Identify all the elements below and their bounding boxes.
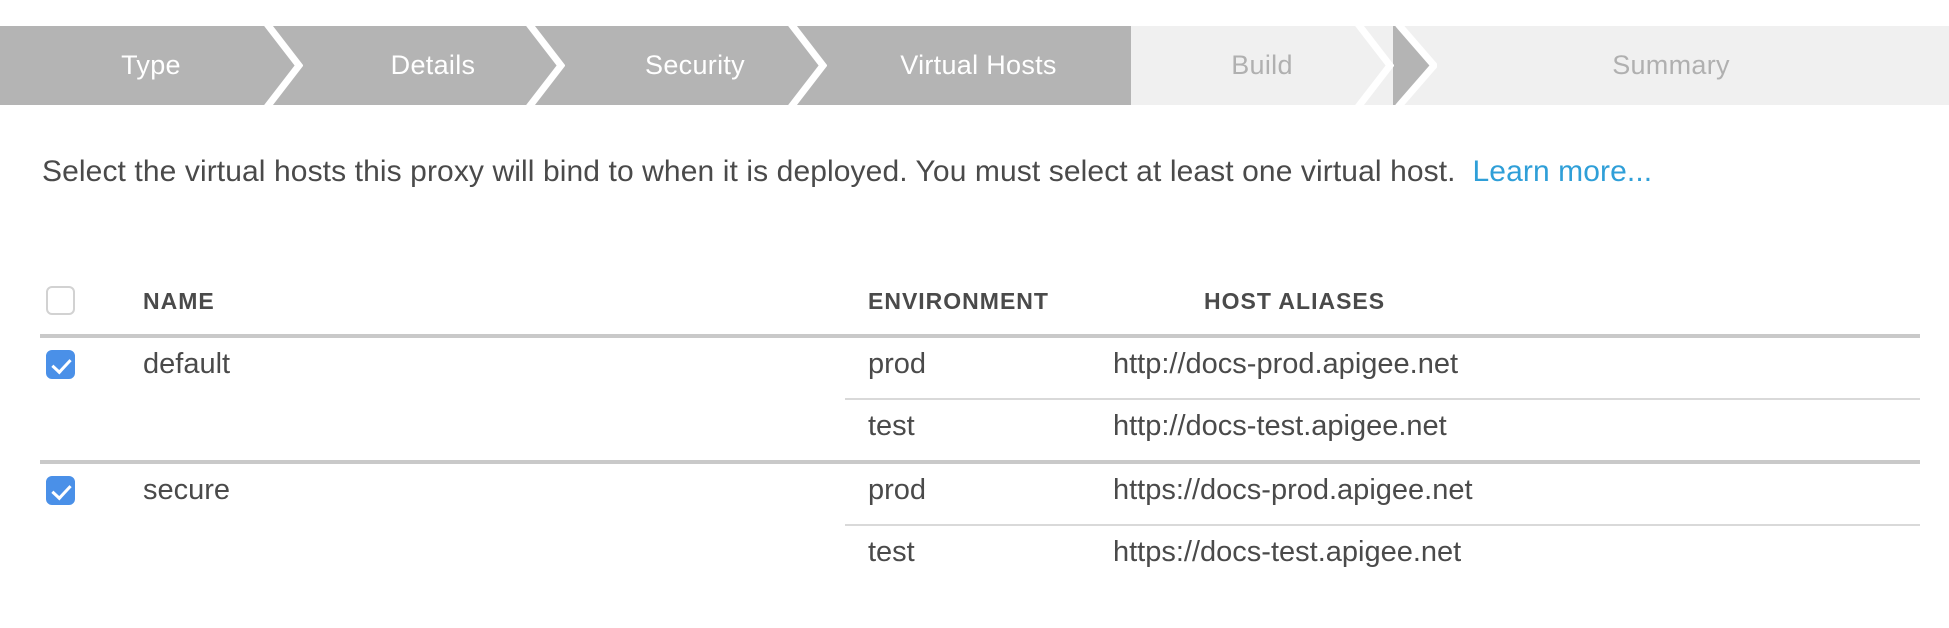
- stepper-step-security[interactable]: Security: [564, 26, 827, 105]
- entry-host-alias: http://docs-prod.apigee.net: [1113, 348, 1459, 380]
- table-row-divider: [40, 460, 1920, 464]
- row-select-cell: [0, 338, 105, 460]
- learn-more-link[interactable]: Learn more...: [1472, 155, 1653, 188]
- column-header-name: NAME: [143, 288, 215, 314]
- entry-divider: [845, 524, 1920, 526]
- virtual-host-name: secure: [143, 474, 231, 506]
- table-row: secure prod https://docs-prod.apigee.net…: [0, 464, 1949, 586]
- row-checkbox-secure[interactable]: [46, 476, 75, 505]
- virtual-host-name: default: [143, 348, 231, 380]
- stepper-step-virtual-hosts[interactable]: Virtual Hosts: [826, 26, 1131, 105]
- wizard-stepper: Type Details Security Virtual Hosts Buil…: [0, 21, 1949, 110]
- stepper-step-label: Summary: [1612, 50, 1730, 80]
- chevron-right-icon: [1352, 26, 1394, 105]
- chevron-right-icon: [523, 26, 565, 105]
- list-item: prod http://docs-prod.apigee.net: [845, 338, 1949, 398]
- table-header-row: NAME ENVIRONMENT HOST ALIASES: [0, 272, 1949, 334]
- stepper-step-label: Details: [390, 50, 476, 80]
- chevron-right-icon: [261, 26, 303, 105]
- virtual-host-primary-cells: secure: [0, 464, 845, 586]
- table-header-divider: [40, 334, 1920, 338]
- stepper-step-summary[interactable]: Summary: [1393, 26, 1949, 105]
- column-header-host-aliases: HOST ALIASES: [1204, 288, 1386, 314]
- stepper-step-details[interactable]: Details: [302, 26, 565, 105]
- stepper-step-build[interactable]: Build: [1131, 26, 1394, 105]
- stepper-step-label: Build: [1231, 50, 1293, 80]
- list-item: test https://docs-test.apigee.net: [845, 526, 1949, 586]
- virtual-hosts-table: NAME ENVIRONMENT HOST ALIASES default pr…: [0, 272, 1949, 586]
- entry-environment: test: [868, 536, 915, 568]
- row-select-cell: [0, 464, 105, 586]
- entry-host-alias: http://docs-test.apigee.net: [1113, 410, 1447, 442]
- entry-divider: [845, 398, 1920, 400]
- chevron-right-icon: [785, 26, 827, 105]
- stepper-step-type[interactable]: Type: [0, 26, 303, 105]
- table-row: default prod http://docs-prod.apigee.net…: [0, 338, 1949, 460]
- entry-host-alias: https://docs-test.apigee.net: [1113, 536, 1462, 568]
- entry-environment: prod: [868, 348, 927, 380]
- entry-environment: prod: [868, 474, 927, 506]
- virtual-host-entries: prod http://docs-prod.apigee.net test ht…: [845, 338, 1949, 460]
- description-text: Select the virtual hosts this proxy will…: [42, 155, 1456, 188]
- page-description: Select the virtual hosts this proxy will…: [42, 155, 1652, 189]
- select-all-cell: [0, 272, 105, 315]
- stepper-step-label: Security: [645, 50, 745, 80]
- stepper-step-label: Virtual Hosts: [900, 50, 1057, 80]
- virtual-host-primary-cells: default: [0, 338, 845, 460]
- select-all-checkbox[interactable]: [46, 286, 75, 315]
- list-item: test http://docs-test.apigee.net: [845, 400, 1949, 460]
- row-checkbox-default[interactable]: [46, 350, 75, 379]
- stepper-step-label: Type: [121, 50, 181, 80]
- list-item: prod https://docs-prod.apigee.net: [845, 464, 1949, 524]
- column-header-environment: ENVIRONMENT: [868, 288, 1049, 314]
- virtual-host-entries: prod https://docs-prod.apigee.net test h…: [845, 464, 1949, 586]
- entry-host-alias: https://docs-prod.apigee.net: [1113, 474, 1473, 506]
- entry-environment: test: [868, 410, 915, 442]
